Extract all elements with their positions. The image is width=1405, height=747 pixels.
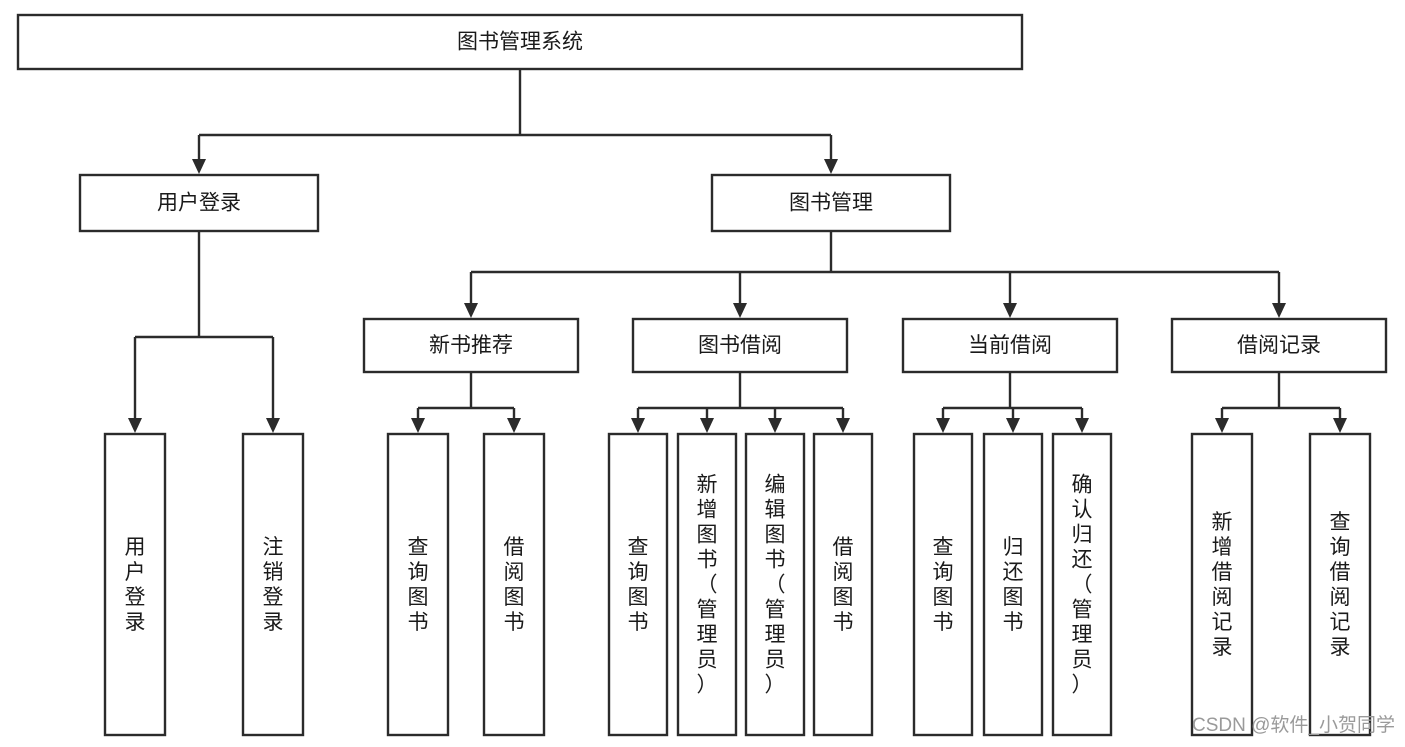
arrow-to-leaf-confirm-return-admin xyxy=(1075,418,1089,433)
node-root[interactable]: 图书管理系统 xyxy=(16,13,1024,71)
node-box-leaf-query-book-current[interactable] xyxy=(912,432,974,737)
arrow-to-leaf-add-book-admin xyxy=(700,418,714,433)
node-label-leaf-borrow-book-recommend: 借阅图书 xyxy=(504,536,525,634)
node-box-leaf-borrow-book[interactable] xyxy=(812,432,874,737)
node-leaf-edit-book-admin[interactable]: 编辑图书（管理员） xyxy=(744,432,806,737)
node-label-leaf-return-book: 归还图书 xyxy=(1003,536,1024,634)
arrow-to-leaf-borrow-book xyxy=(836,418,850,433)
node-leaf-borrow-book[interactable]: 借阅图书 xyxy=(812,432,874,737)
node-label-leaf-query-book-borrow: 查询图书 xyxy=(628,536,649,634)
node-label-current-borrow: 当前借阅 xyxy=(968,334,1052,357)
node-leaf-logout-login[interactable]: 注销登录 xyxy=(241,432,305,737)
node-box-leaf-add-book-admin[interactable] xyxy=(676,432,738,737)
node-label-root: 图书管理系统 xyxy=(457,31,583,54)
arrow-to-leaf-query-borrow-record xyxy=(1333,418,1347,433)
node-new-book-recommend[interactable]: 新书推荐 xyxy=(362,317,580,374)
node-label-leaf-edit-book-admin: 编辑图书（管理员） xyxy=(765,474,786,697)
node-box-leaf-query-borrow-record[interactable] xyxy=(1308,432,1372,737)
node-current-borrow[interactable]: 当前借阅 xyxy=(901,317,1119,374)
node-label-leaf-borrow-book: 借阅图书 xyxy=(833,536,854,634)
node-label-book-management: 图书管理 xyxy=(789,192,873,215)
node-leaf-user-login[interactable]: 用户登录 xyxy=(103,432,167,737)
csdn-watermark: CSDN @软件_小贺同学 xyxy=(1192,714,1395,736)
node-label-borrow-record: 借阅记录 xyxy=(1237,334,1321,357)
node-leaf-query-book-recommend[interactable]: 查询图书 xyxy=(386,432,450,737)
node-layer: 图书管理系统用户登录图书管理新书推荐图书借阅当前借阅借阅记录用户登录注销登录查询… xyxy=(16,13,1388,737)
node-box-book-borrow[interactable] xyxy=(631,317,849,374)
node-box-root[interactable] xyxy=(16,13,1024,71)
node-leaf-add-borrow-record[interactable]: 新增借阅记录 xyxy=(1190,432,1254,737)
node-label-leaf-query-borrow-record: 查询借阅记录 xyxy=(1330,511,1351,659)
node-box-leaf-user-login[interactable] xyxy=(103,432,167,737)
arrow-to-borrow-record xyxy=(1272,303,1286,318)
node-label-leaf-add-book-admin: 新增图书（管理员） xyxy=(697,474,718,697)
node-box-leaf-borrow-book-recommend[interactable] xyxy=(482,432,546,737)
node-label-leaf-add-borrow-record: 新增借阅记录 xyxy=(1212,511,1233,659)
node-box-current-borrow[interactable] xyxy=(901,317,1119,374)
node-box-borrow-record[interactable] xyxy=(1170,317,1388,374)
node-label-leaf-query-book-current: 查询图书 xyxy=(933,536,954,634)
arrow-to-leaf-user-login xyxy=(128,418,142,433)
node-box-leaf-query-book-recommend[interactable] xyxy=(386,432,450,737)
node-box-leaf-edit-book-admin[interactable] xyxy=(744,432,806,737)
arrow-to-user-login xyxy=(192,159,206,174)
node-label-new-book-recommend: 新书推荐 xyxy=(429,334,513,357)
node-box-leaf-logout-login[interactable] xyxy=(241,432,305,737)
node-leaf-confirm-return-admin[interactable]: 确认归还（管理员） xyxy=(1051,432,1113,737)
node-leaf-return-book[interactable]: 归还图书 xyxy=(982,432,1044,737)
node-box-new-book-recommend[interactable] xyxy=(362,317,580,374)
arrow-to-new-book-recommend xyxy=(464,303,478,318)
arrow-to-leaf-logout-login xyxy=(266,418,280,433)
node-borrow-record[interactable]: 借阅记录 xyxy=(1170,317,1388,374)
arrow-to-leaf-query-book-borrow xyxy=(631,418,645,433)
arrow-to-leaf-query-book-current xyxy=(936,418,950,433)
node-label-user-login: 用户登录 xyxy=(157,192,241,215)
node-leaf-query-borrow-record[interactable]: 查询借阅记录 xyxy=(1308,432,1372,737)
arrow-to-leaf-add-borrow-record xyxy=(1215,418,1229,433)
node-label-leaf-query-book-recommend: 查询图书 xyxy=(408,536,429,634)
node-box-leaf-query-book-borrow[interactable] xyxy=(607,432,669,737)
node-box-book-management[interactable] xyxy=(710,173,952,233)
arrow-to-book-management xyxy=(824,159,838,174)
node-book-borrow[interactable]: 图书借阅 xyxy=(631,317,849,374)
connector-layer xyxy=(128,69,1347,433)
node-label-leaf-user-login: 用户登录 xyxy=(125,536,146,634)
node-box-leaf-return-book[interactable] xyxy=(982,432,1044,737)
node-user-login[interactable]: 用户登录 xyxy=(78,173,320,233)
arrow-to-leaf-return-book xyxy=(1006,418,1020,433)
node-book-management[interactable]: 图书管理 xyxy=(710,173,952,233)
node-leaf-add-book-admin[interactable]: 新增图书（管理员） xyxy=(676,432,738,737)
arrow-to-leaf-edit-book-admin xyxy=(768,418,782,433)
arrow-to-leaf-query-book-recommend xyxy=(411,418,425,433)
node-leaf-query-book-borrow[interactable]: 查询图书 xyxy=(607,432,669,737)
arrow-to-current-borrow xyxy=(1003,303,1017,318)
node-label-book-borrow: 图书借阅 xyxy=(698,334,782,357)
node-box-leaf-confirm-return-admin[interactable] xyxy=(1051,432,1113,737)
node-leaf-query-book-current[interactable]: 查询图书 xyxy=(912,432,974,737)
node-box-leaf-add-borrow-record[interactable] xyxy=(1190,432,1254,737)
arrow-to-book-borrow xyxy=(733,303,747,318)
node-box-user-login[interactable] xyxy=(78,173,320,233)
node-leaf-borrow-book-recommend[interactable]: 借阅图书 xyxy=(482,432,546,737)
arrow-to-leaf-borrow-book-recommend xyxy=(507,418,521,433)
node-label-leaf-confirm-return-admin: 确认归还（管理员） xyxy=(1072,474,1093,697)
node-label-leaf-logout-login: 注销登录 xyxy=(263,536,284,634)
